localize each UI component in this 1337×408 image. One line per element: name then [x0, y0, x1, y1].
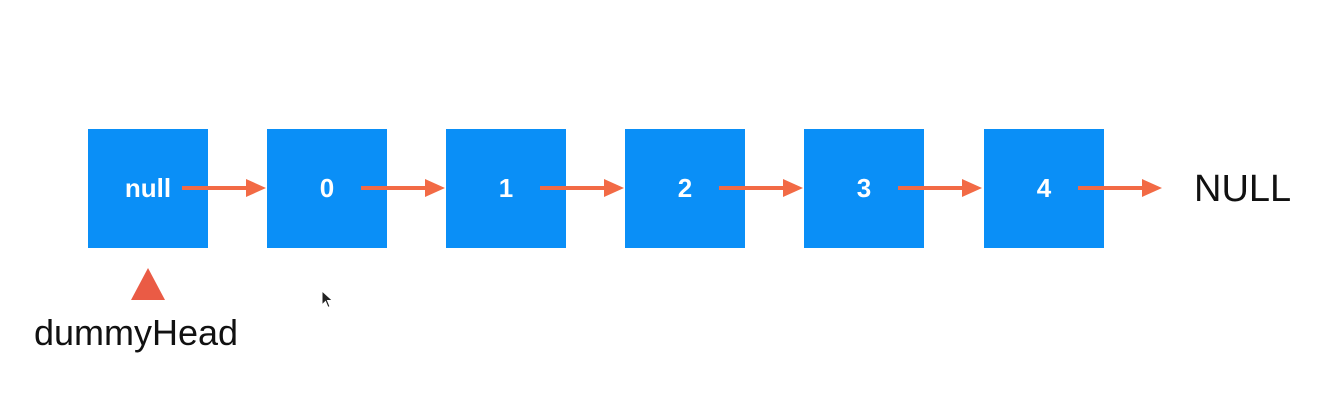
- next-arrow: [361, 177, 445, 199]
- node-label: 2: [677, 173, 693, 203]
- next-arrow: [1078, 177, 1162, 199]
- node-label: 1: [498, 173, 514, 203]
- next-arrow: [182, 177, 266, 199]
- node-label: 3: [856, 173, 872, 203]
- next-arrow: [540, 177, 624, 199]
- pointer-label: dummyHead: [34, 312, 239, 353]
- pointer-marker-icon: [131, 268, 165, 300]
- next-arrow: [719, 177, 803, 199]
- mouse-cursor-icon: [321, 289, 334, 309]
- null-terminal-label: NULL: [1194, 168, 1292, 210]
- node-label: 4: [1036, 173, 1052, 203]
- node-label: null: [124, 173, 172, 203]
- next-arrow: [898, 177, 982, 199]
- node-label: 0: [319, 173, 335, 203]
